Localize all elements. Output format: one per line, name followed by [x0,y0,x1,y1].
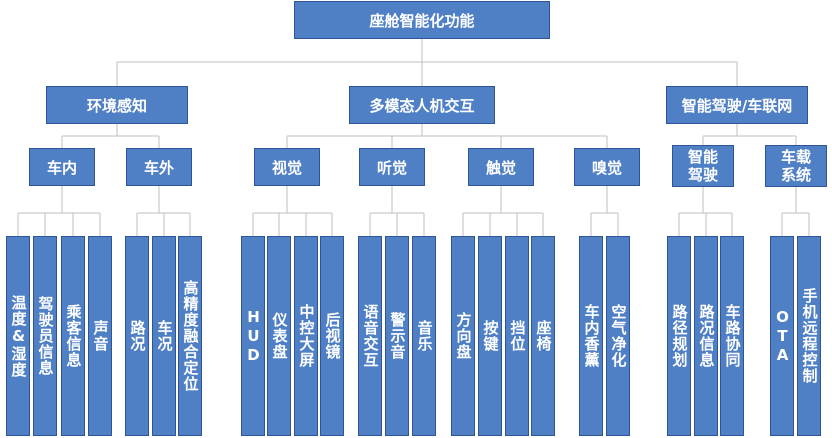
sub-node-vehicle-system: 车载系统 [765,145,827,187]
leaf-buttons: 按键 [478,236,502,436]
sub-node-smell: 嗅觉 [574,148,640,186]
group-node-hmi: 多模态人机交互 [349,86,495,124]
root-node: 座舱智能化功能 [294,1,550,39]
leaf-gear: 挡位 [505,236,529,436]
sub-node-vehicle-system-text: 车载系统 [780,148,811,184]
sub-node-audio: 听觉 [359,148,425,186]
group-node-env: 环境感知 [46,86,188,124]
sub-node-out-car: 车外 [126,148,192,186]
leaf-seat: 座椅 [531,236,555,436]
leaf-hd-positioning: 高精度融合定位 [178,236,202,436]
leaf-sound: 声音 [88,236,112,436]
sub-node-smart-drive: 智能驾驶 [672,145,734,187]
leaf-air-purify: 空气净化 [606,236,630,436]
leaf-passenger-info: 乘客信息 [61,236,85,436]
leaf-driver-info: 驾驶员信息 [33,236,57,436]
leaf-rearview-mirror: 后视镜 [320,236,344,436]
leaf-temp-humidity: 温度&湿度 [6,236,30,436]
leaf-aroma: 车内香薰 [579,236,603,436]
leaf-hud: HUD [241,236,265,436]
leaf-center-screen: 中控大屏 [294,236,318,436]
leaf-music: 音乐 [412,236,436,436]
leaf-alert-sound: 警示音 [385,236,409,436]
leaf-ota: OTA [770,236,794,436]
sub-node-touch: 触觉 [468,148,534,186]
sub-node-visual: 视觉 [254,148,320,186]
leaf-voice-interaction: 语音交互 [358,236,382,436]
leaf-path-planning: 路径规划 [667,236,691,436]
leaf-road-condition: 路况 [125,236,149,436]
leaf-remote-control: 手机远程控制 [797,236,821,436]
sub-node-smart-drive-text: 智能驾驶 [687,148,718,184]
sub-node-in-car: 车内 [29,148,95,186]
leaf-traffic-info: 路况信息 [694,236,718,436]
leaf-steering-wheel: 方向盘 [451,236,475,436]
leaf-vehicle-condition: 车况 [152,236,176,436]
leaf-instrument-panel: 仪表盘 [267,236,291,436]
leaf-v2x: 车路协同 [720,236,744,436]
group-node-adas: 智能驾驶/车联网 [666,86,808,124]
